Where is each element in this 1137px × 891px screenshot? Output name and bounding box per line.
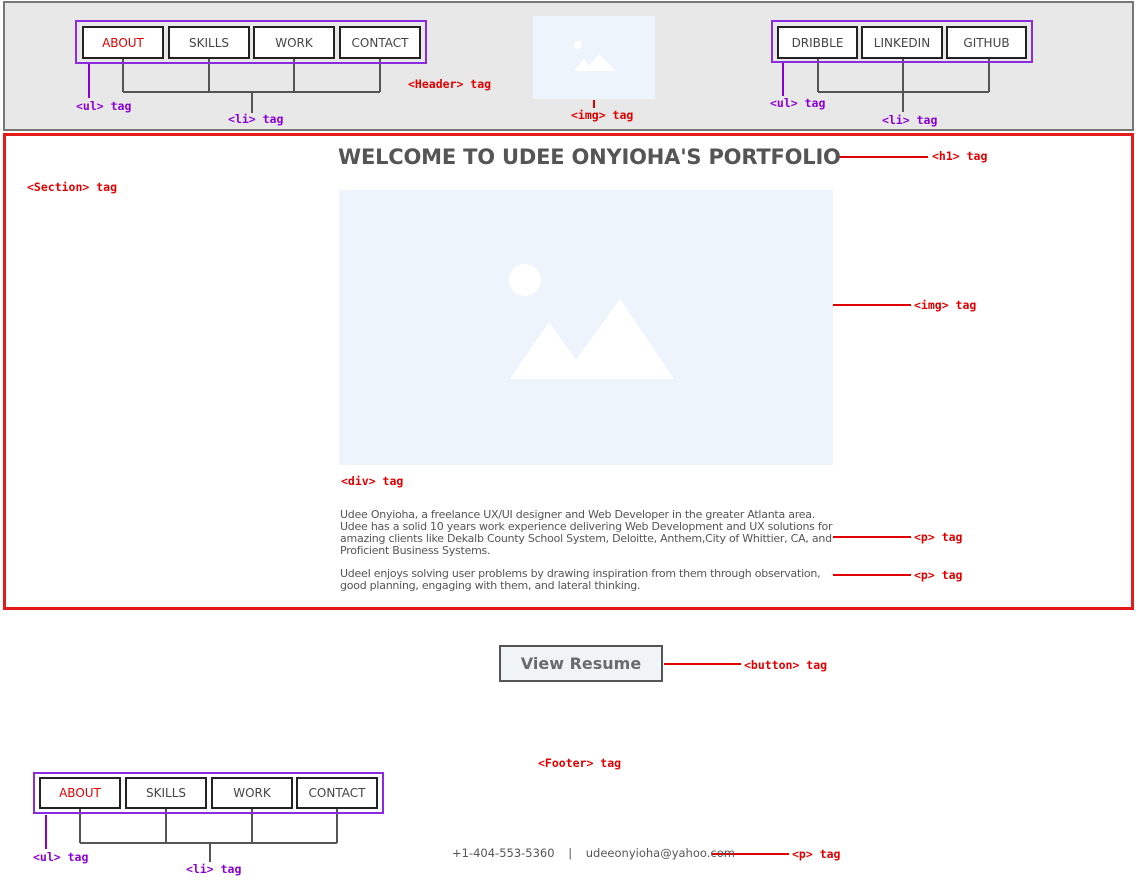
p-tag-label-1: <p> tag — [914, 530, 963, 544]
page-title: WELCOME TO UDEE ONYIOHA'S PORTFOLIO — [338, 145, 841, 169]
phone-number: +1-404-553-5360 — [452, 846, 555, 860]
header-nav-right-list — [771, 20, 1033, 63]
footer-nav-about-button[interactable]: ABOUT — [39, 777, 121, 809]
footer-nav-list — [33, 772, 384, 814]
image-placeholder-icon — [509, 264, 674, 379]
li-tag-label: <li> tag — [228, 112, 284, 126]
view-resume-button[interactable]: View Resume — [499, 645, 663, 682]
nav-work-button[interactable]: WORK — [253, 26, 335, 59]
p-tag-label-2: <p> tag — [914, 568, 963, 582]
ul-tag-label-right: <ul> tag — [770, 96, 826, 110]
h1-tag-label: <h1> tag — [932, 149, 988, 163]
footer-contact-paragraph: +1-404-553-5360 | udeeonyioha@yahoo.com — [452, 846, 735, 860]
div-tag-label: <div> tag — [341, 474, 404, 488]
hero-image-placeholder — [339, 190, 833, 465]
footer-nav-work-button[interactable]: WORK — [211, 777, 293, 809]
email-link[interactable]: udeeonyioha@yahoo.com — [585, 846, 735, 860]
nav-linkedin-link[interactable]: LINKEDIN — [861, 26, 943, 59]
footer-nav-skills-button[interactable]: SKILLS — [125, 777, 207, 809]
p-tag-label-footer: <p> tag — [792, 847, 841, 861]
nav-dribble-link[interactable]: DRIBBLE — [777, 26, 858, 59]
li-tag-label-footer: <li> tag — [186, 862, 242, 876]
footer-nav-contact-button[interactable]: CONTACT — [296, 777, 378, 809]
section-tag-label: <Section> tag — [27, 180, 118, 194]
philosophy-paragraph: UdeeI enjoys solving user problems by dr… — [340, 567, 821, 592]
nav-contact-button[interactable]: CONTACT — [339, 26, 421, 59]
image-placeholder-icon — [574, 41, 616, 71]
button-tag-label: <button> tag — [744, 658, 828, 672]
footer-tag-label: <Footer> tag — [538, 756, 622, 770]
nav-skills-button[interactable]: SKILLS — [168, 26, 250, 59]
ul-tag-label-footer: <ul> tag — [33, 850, 89, 864]
img-tag-label-hero: <img> tag — [914, 298, 977, 312]
nav-about-button[interactable]: ABOUT — [82, 26, 164, 59]
li-tag-label-right: <li> tag — [882, 113, 938, 127]
logo-image-placeholder — [533, 16, 655, 99]
header-nav-left-list — [75, 20, 427, 64]
contact-separator: | — [568, 846, 573, 860]
ul-tag-label: <ul> tag — [76, 99, 132, 113]
header-tag-label: <Header> tag — [408, 77, 492, 91]
img-tag-label: <img> tag — [571, 108, 634, 122]
nav-github-link[interactable]: GITHUB — [946, 26, 1027, 59]
intro-paragraph: Udee Onyioha, a freelance UX/UI designer… — [340, 508, 833, 557]
